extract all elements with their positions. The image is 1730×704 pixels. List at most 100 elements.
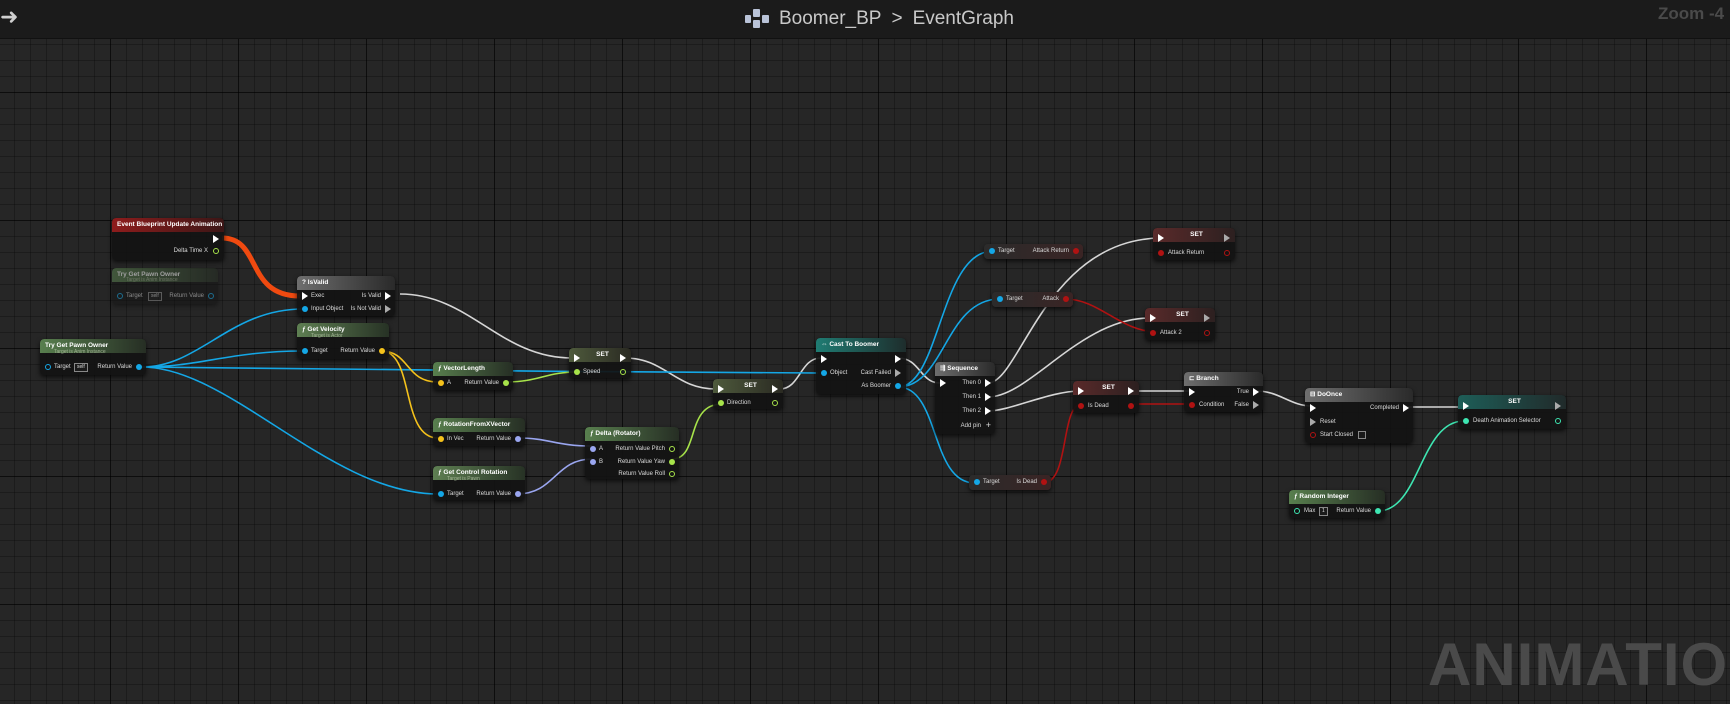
get-velocity-node[interactable]: ƒ Get Velocity Target is Actor Target Re… [297, 323, 389, 359]
start-closed-pin[interactable] [1310, 432, 1316, 438]
cast-to-boomer-node[interactable]: ⇔ Cast To Boomer Object Cast Failed As B… [816, 338, 906, 394]
direction-out-pin[interactable] [772, 400, 778, 406]
delta-time-pin[interactable] [213, 248, 219, 254]
then0-pin[interactable] [985, 379, 991, 387]
false-pin[interactable] [1253, 401, 1259, 409]
target-pin[interactable] [997, 296, 1003, 302]
is-dead-out-pin[interactable] [1128, 403, 1134, 409]
return-pin[interactable] [515, 491, 521, 497]
death-selector-pin[interactable] [1463, 418, 1469, 424]
return-pin[interactable] [136, 364, 142, 370]
get-attack-return-node[interactable]: Target Attack Return [984, 244, 1083, 259]
set-attack-return-node[interactable]: SET Attack Return [1153, 228, 1235, 260]
a-pin[interactable] [438, 380, 444, 386]
branch-node[interactable]: ⊏ Branch Condition True False [1184, 372, 1263, 412]
self-value[interactable]: self [74, 363, 88, 372]
back-arrow-icon[interactable]: ➜ [0, 4, 19, 29]
speed-pin[interactable] [574, 369, 580, 375]
value-pin[interactable] [1063, 296, 1069, 302]
add-pin-label[interactable]: Add pin [960, 423, 981, 429]
target-pin[interactable] [989, 248, 995, 254]
event-update-animation-node[interactable]: Event Blueprint Update Animation Delta T… [112, 218, 224, 260]
exec-out-pin[interactable] [772, 385, 778, 393]
direction-pin[interactable] [718, 400, 724, 406]
exec-out-pin[interactable] [1555, 402, 1561, 410]
max-pin[interactable] [1294, 508, 1300, 514]
set-speed-node[interactable]: SET Speed [569, 348, 631, 378]
target-pin[interactable] [974, 479, 980, 485]
attack-return-pin[interactable] [1158, 250, 1164, 256]
set-attack2-node[interactable]: SET Attack 2 [1145, 308, 1215, 340]
value-pin[interactable] [1073, 248, 1079, 254]
reset-pin[interactable] [1310, 418, 1316, 426]
attack2-out-pin[interactable] [1204, 330, 1210, 336]
max-value-input[interactable]: 1 [1319, 507, 1328, 516]
value-pin[interactable] [1041, 479, 1047, 485]
set-direction-node[interactable]: SET Direction [713, 379, 783, 409]
vector-length-node[interactable]: ƒ VectorLength A Return Value [433, 362, 513, 390]
target-pin[interactable] [45, 364, 51, 370]
a-pin[interactable] [590, 446, 596, 452]
pitch-pin[interactable] [669, 446, 675, 452]
return-pin[interactable] [208, 293, 214, 299]
exec-in-pin[interactable] [302, 292, 308, 300]
do-once-node[interactable]: ⊟ DoOnce Reset Start Closed Completed [1305, 388, 1413, 443]
try-get-pawn-owner-node-faded[interactable]: Try Get Pawn Owner Target is Anim Instan… [112, 268, 218, 304]
get-control-rotation-node[interactable]: ƒ Get Control Rotation Target is Pawn Ta… [433, 466, 525, 500]
in-vec-pin[interactable] [438, 436, 444, 442]
set-death-animation-node[interactable]: SET Death Animation Selector [1458, 395, 1566, 429]
input-object-pin[interactable] [302, 306, 308, 312]
return-pin[interactable] [1375, 508, 1381, 514]
breadcrumb-graph[interactable]: EventGraph [912, 8, 1014, 29]
cast-failed-pin[interactable] [895, 369, 901, 377]
as-boomer-pin[interactable] [895, 383, 901, 389]
exec-out-pin[interactable] [213, 235, 219, 243]
target-pin[interactable] [438, 491, 444, 497]
try-get-pawn-owner-node[interactable]: Try Get Pawn Owner Target is Anim Instan… [40, 339, 146, 375]
death-selector-out-pin[interactable] [1555, 418, 1561, 424]
rotation-from-x-vector-node[interactable]: ƒ RotationFromXVector In Vec Return Valu… [433, 418, 525, 446]
exec-in-pin[interactable] [1463, 402, 1469, 410]
b-pin[interactable] [590, 459, 596, 465]
exec-out-pin[interactable] [620, 354, 626, 362]
start-closed-checkbox[interactable] [1358, 431, 1366, 439]
condition-pin[interactable] [1189, 402, 1195, 408]
sequence-node[interactable]: ⇶ Sequence Then 0 Then 1 Then 2 Add pin … [935, 362, 995, 434]
true-pin[interactable] [1253, 388, 1259, 396]
exec-in-pin[interactable] [574, 354, 580, 362]
completed-pin[interactable] [1403, 404, 1409, 412]
is-not-valid-exec-pin[interactable] [385, 305, 391, 313]
exec-in-pin[interactable] [1158, 234, 1164, 242]
exec-in-pin[interactable] [1310, 404, 1316, 412]
delta-rotator-node[interactable]: ƒ Delta (Rotator) A B Return Value Pitch… [585, 427, 679, 479]
yaw-pin[interactable] [669, 459, 675, 465]
exec-in-pin[interactable] [1150, 314, 1156, 322]
exec-out-pin[interactable] [1128, 387, 1134, 395]
exec-in-pin[interactable] [940, 379, 946, 387]
is-valid-exec-pin[interactable] [385, 292, 391, 300]
object-pin[interactable] [821, 370, 827, 376]
attack-return-out-pin[interactable] [1224, 250, 1230, 256]
get-is-dead-node[interactable]: Target Is Dead [969, 475, 1051, 490]
target-pin[interactable] [117, 293, 123, 299]
exec-in-pin[interactable] [1078, 387, 1084, 395]
attack2-pin[interactable] [1150, 330, 1156, 336]
add-pin-icon[interactable]: + [985, 420, 991, 430]
is-valid-node[interactable]: ? IsValid Exec Input Object Is Valid Is … [297, 276, 395, 316]
exec-in-pin[interactable] [1189, 388, 1195, 396]
exec-in-pin[interactable] [718, 385, 724, 393]
return-pin[interactable] [379, 348, 385, 354]
speed-out-pin[interactable] [620, 369, 626, 375]
return-pin[interactable] [503, 380, 509, 386]
then1-pin[interactable] [985, 393, 991, 401]
exec-out-pin[interactable] [1224, 234, 1230, 242]
get-attack-node[interactable]: Target Attack [992, 292, 1073, 307]
return-pin[interactable] [515, 436, 521, 442]
target-pin[interactable] [302, 348, 308, 354]
exec-out-pin[interactable] [1204, 314, 1210, 322]
set-is-dead-node[interactable]: SET Is Dead [1073, 381, 1139, 413]
exec-in-pin[interactable] [821, 355, 827, 363]
then2-pin[interactable] [985, 407, 991, 415]
breadcrumb-blueprint[interactable]: Boomer_BP [779, 8, 882, 29]
random-integer-node[interactable]: ƒ Random Integer Max 1 Return Value [1289, 490, 1385, 518]
